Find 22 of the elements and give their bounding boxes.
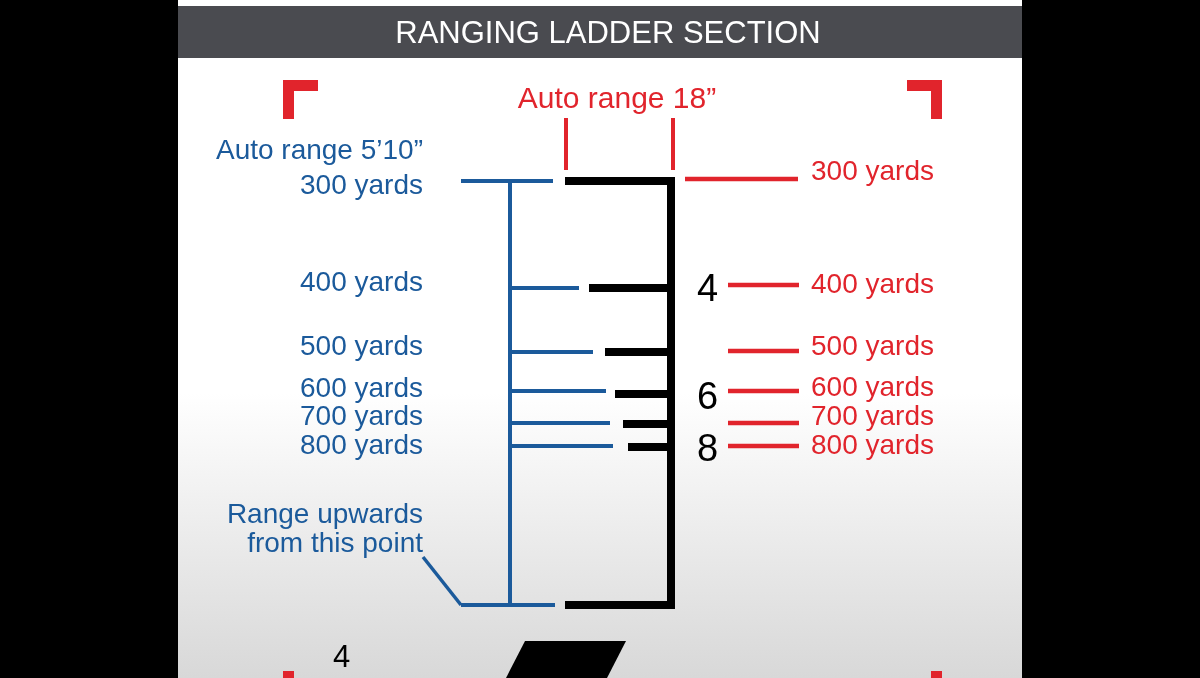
range-label: Auto range 5’10” — [215, 136, 423, 165]
callout-text: Range upwards from this point — [218, 499, 423, 557]
range-label: 700 yards — [300, 402, 423, 431]
scale-number: 4 — [333, 640, 351, 672]
range-label: 400 yards — [300, 268, 423, 297]
range-label: 400 yards — [811, 270, 934, 299]
leader-line — [421, 555, 463, 607]
range-label: 300 yards — [811, 157, 934, 186]
scale-number: 4 — [697, 269, 719, 308]
range-label: 300 yards — [300, 171, 423, 200]
range-label: 700 yards — [811, 402, 934, 431]
range-label: 800 yards — [811, 431, 934, 460]
range-label: 600 yards — [300, 374, 423, 403]
range-label: 600 yards — [811, 373, 934, 402]
range-label: 800 yards — [300, 431, 423, 460]
range-label: 500 yards — [811, 332, 934, 361]
bracket-baseline — [461, 603, 555, 607]
scale-number: 8 — [697, 429, 719, 468]
range-label: 500 yards — [300, 332, 423, 361]
dimension-label: Auto range 18” — [517, 83, 717, 114]
scale-number: 6 — [697, 377, 719, 416]
title: RANGING LADDER SECTION — [395, 16, 821, 48]
